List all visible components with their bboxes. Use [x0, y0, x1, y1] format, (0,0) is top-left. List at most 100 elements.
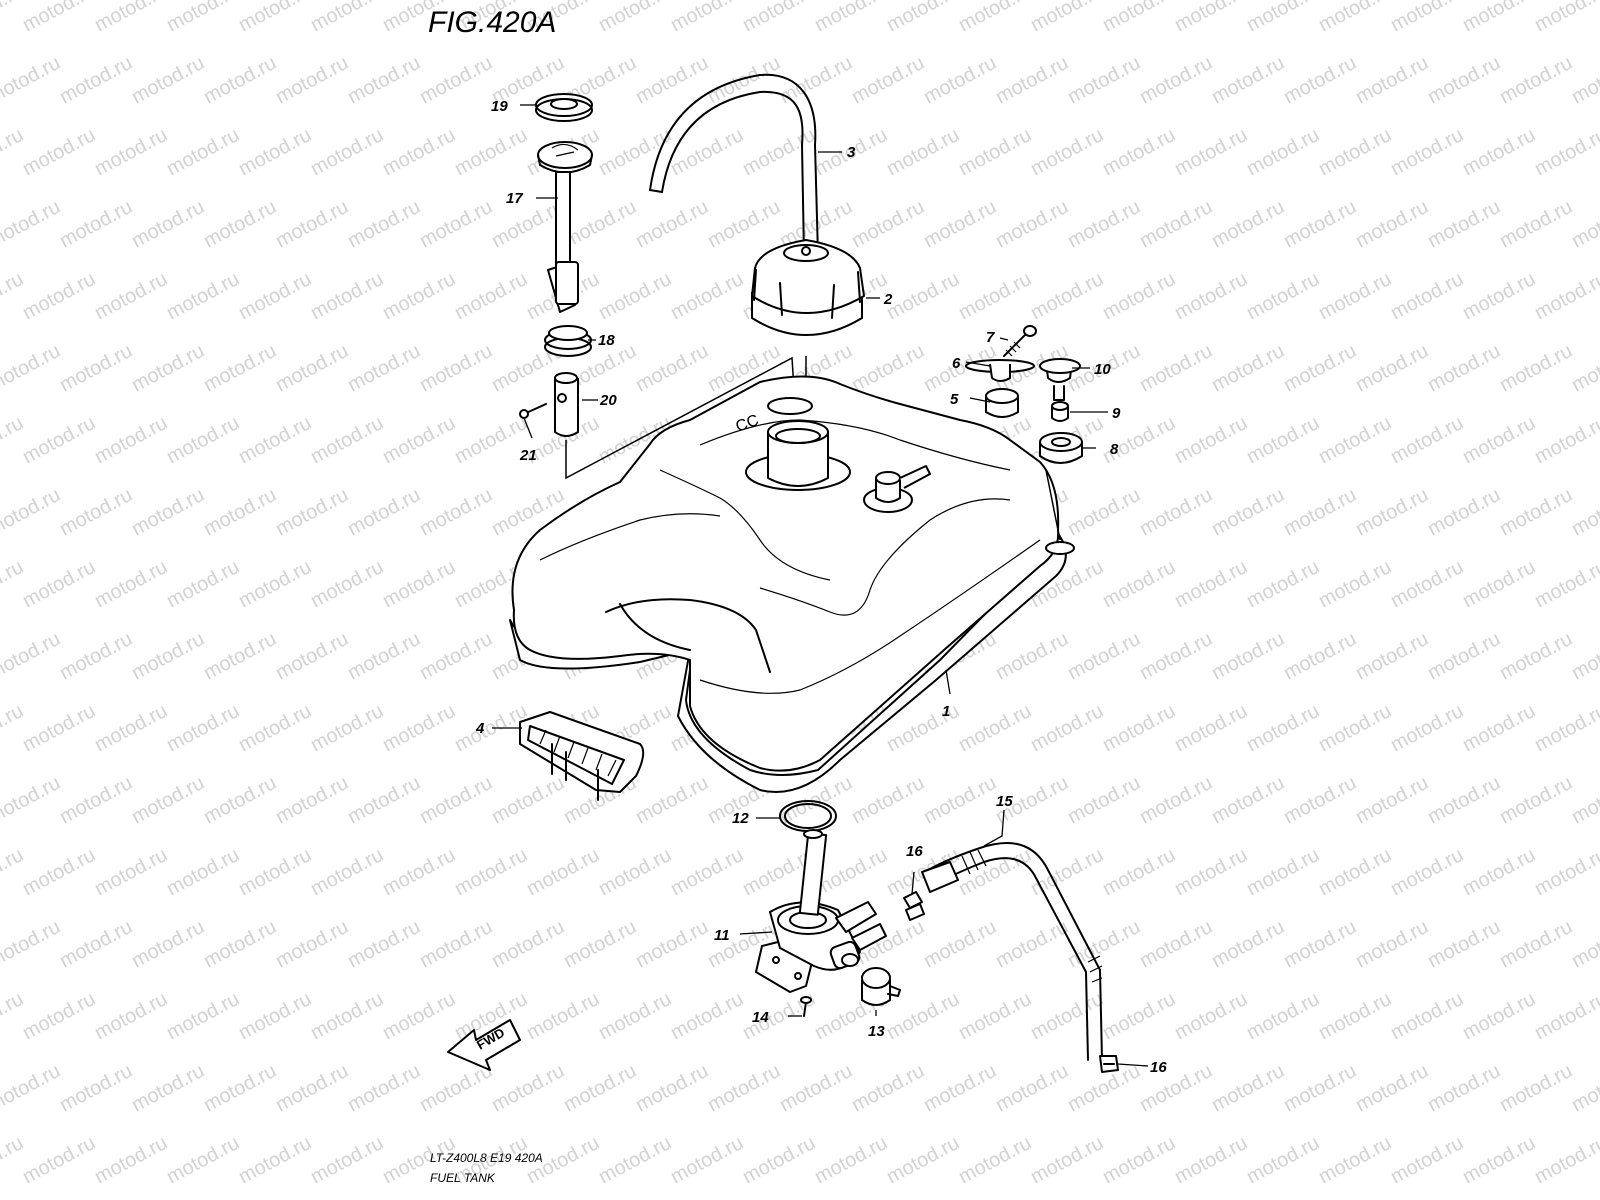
watermark-text: motod.ru	[1459, 1132, 1539, 1188]
watermark-text: motod.ru	[91, 1132, 171, 1188]
watermark-text: motod.ru	[19, 0, 99, 36]
callout-5: 5	[950, 391, 959, 408]
watermark-text: motod.ru	[0, 124, 27, 180]
watermark-text: motod.ru	[848, 772, 928, 828]
watermark-text: motod.ru	[1315, 1132, 1395, 1188]
watermark-text: motod.ru	[1208, 772, 1288, 828]
part-9-spacer	[1051, 401, 1069, 422]
watermark-text: motod.ru	[1171, 124, 1251, 180]
watermark-text: motod.ru	[632, 1060, 712, 1116]
watermark-text: motod.ru	[0, 1132, 27, 1188]
watermark-text: motod.ru	[0, 412, 27, 468]
callout-19: 19	[491, 98, 508, 115]
watermark-text: motod.ru	[1280, 1060, 1360, 1116]
part-4-pad	[519, 711, 645, 801]
watermark-text: motod.ru	[379, 556, 459, 612]
watermark-text: motod.ru	[1424, 196, 1504, 252]
watermark-text: motod.ru	[1424, 484, 1504, 540]
watermark-text: motod.ru	[235, 988, 315, 1044]
watermark-text: motod.ru	[1387, 268, 1467, 324]
part-8-mount-rubber	[1039, 432, 1083, 464]
watermark-text: motod.ru	[1459, 124, 1539, 180]
watermark-text: motod.ru	[1099, 1132, 1179, 1188]
watermark-text: motod.ru	[1064, 196, 1144, 252]
watermark-text: motod.ru	[920, 916, 1000, 972]
assembly-line-mount	[1045, 469, 1061, 541]
watermark-text: motod.ru	[451, 124, 531, 180]
watermark-text: motod.ru	[416, 916, 496, 972]
watermark-text: motod.ru	[1243, 124, 1323, 180]
watermark-text: motod.ru	[1531, 124, 1600, 180]
callout-7: 7	[986, 329, 995, 346]
watermark-text: motod.ru	[1171, 844, 1251, 900]
part-18-grommet	[544, 325, 592, 357]
watermark-text: motod.ru	[163, 1132, 243, 1188]
watermark-text: motod.ru	[667, 844, 747, 900]
watermark-text: motod.ru	[235, 700, 315, 756]
watermark-text: motod.ru	[56, 196, 136, 252]
watermark-text: motod.ru	[848, 1060, 928, 1116]
watermark-text: motod.ru	[1243, 268, 1323, 324]
watermark-text: motod.ru	[1280, 196, 1360, 252]
part-11-fuel-valve	[755, 829, 887, 993]
watermark-text: motod.ru	[883, 0, 963, 36]
watermark-text: motod.ru	[416, 196, 496, 252]
watermark-text: motod.ru	[1531, 0, 1600, 36]
watermark-text: motod.ru	[1531, 844, 1600, 900]
watermark-text: motod.ru	[1387, 556, 1467, 612]
watermark-text: motod.ru	[632, 340, 712, 396]
watermark-text: motod.ru	[811, 0, 891, 36]
callout-3: 3	[847, 144, 856, 161]
watermark-text: motod.ru	[1136, 772, 1216, 828]
watermark-text: motod.ru	[1171, 412, 1251, 468]
watermark-text: motod.ru	[955, 124, 1035, 180]
watermark-text: motod.ru	[56, 772, 136, 828]
watermark-text: motod.ru	[488, 772, 568, 828]
watermark-text: motod.ru	[1352, 484, 1432, 540]
watermark-text: motod.ru	[1243, 1132, 1323, 1188]
watermark-text: motod.ru	[0, 52, 64, 108]
watermark-text: motod.ru	[19, 124, 99, 180]
watermark-text: motod.ru	[1315, 844, 1395, 900]
watermark-text: motod.ru	[1243, 700, 1323, 756]
callout-11: 11	[714, 927, 730, 944]
watermark-text: motod.ru	[1387, 0, 1467, 36]
watermark-text: motod.ru	[1171, 1132, 1251, 1188]
watermark-text: motod.ru	[1352, 1060, 1432, 1116]
watermark-text: motod.ru	[883, 124, 963, 180]
watermark-text: motod.ru	[1568, 916, 1600, 972]
watermark-text: motod.ru	[776, 1060, 856, 1116]
watermark-text: motod.ru	[19, 556, 99, 612]
part-16-clamp-upper	[903, 891, 925, 921]
watermark-text: motod.ru	[1099, 268, 1179, 324]
watermark-text: motod.ru	[1280, 484, 1360, 540]
watermark-text: motod.ru	[667, 124, 747, 180]
watermark-text: motod.ru	[523, 844, 603, 900]
watermark-text: motod.ru	[272, 340, 352, 396]
watermark-text: motod.ru	[1243, 412, 1323, 468]
watermark-text: motod.ru	[91, 844, 171, 900]
watermark-text: motod.ru	[163, 124, 243, 180]
watermark-text: motod.ru	[1568, 484, 1600, 540]
watermark-text: motod.ru	[1208, 916, 1288, 972]
watermark-text: motod.ru	[1171, 700, 1251, 756]
watermark-text: motod.ru	[920, 196, 1000, 252]
watermark-text: motod.ru	[200, 628, 280, 684]
watermark-text: motod.ru	[920, 772, 1000, 828]
callout-13: 13	[868, 1023, 885, 1040]
watermark-text: motod.ru	[235, 124, 315, 180]
watermark-text: motod.ru	[1531, 1132, 1600, 1188]
watermark-text: motod.ru	[1064, 628, 1144, 684]
watermark-text: motod.ru	[1136, 1060, 1216, 1116]
watermark-text: motod.ru	[163, 556, 243, 612]
watermark-text: motod.ru	[1315, 988, 1395, 1044]
watermark-text: motod.ru	[1496, 916, 1576, 972]
diagram-caption: FUEL TANK	[430, 1171, 496, 1185]
watermark-text: motod.ru	[1424, 772, 1504, 828]
watermark-text: motod.ru	[1387, 124, 1467, 180]
watermark-text: motod.ru	[1387, 1132, 1467, 1188]
watermark-text: motod.ru	[307, 268, 387, 324]
callout-12: 12	[732, 810, 749, 827]
watermark-text: motod.ru	[1531, 556, 1600, 612]
